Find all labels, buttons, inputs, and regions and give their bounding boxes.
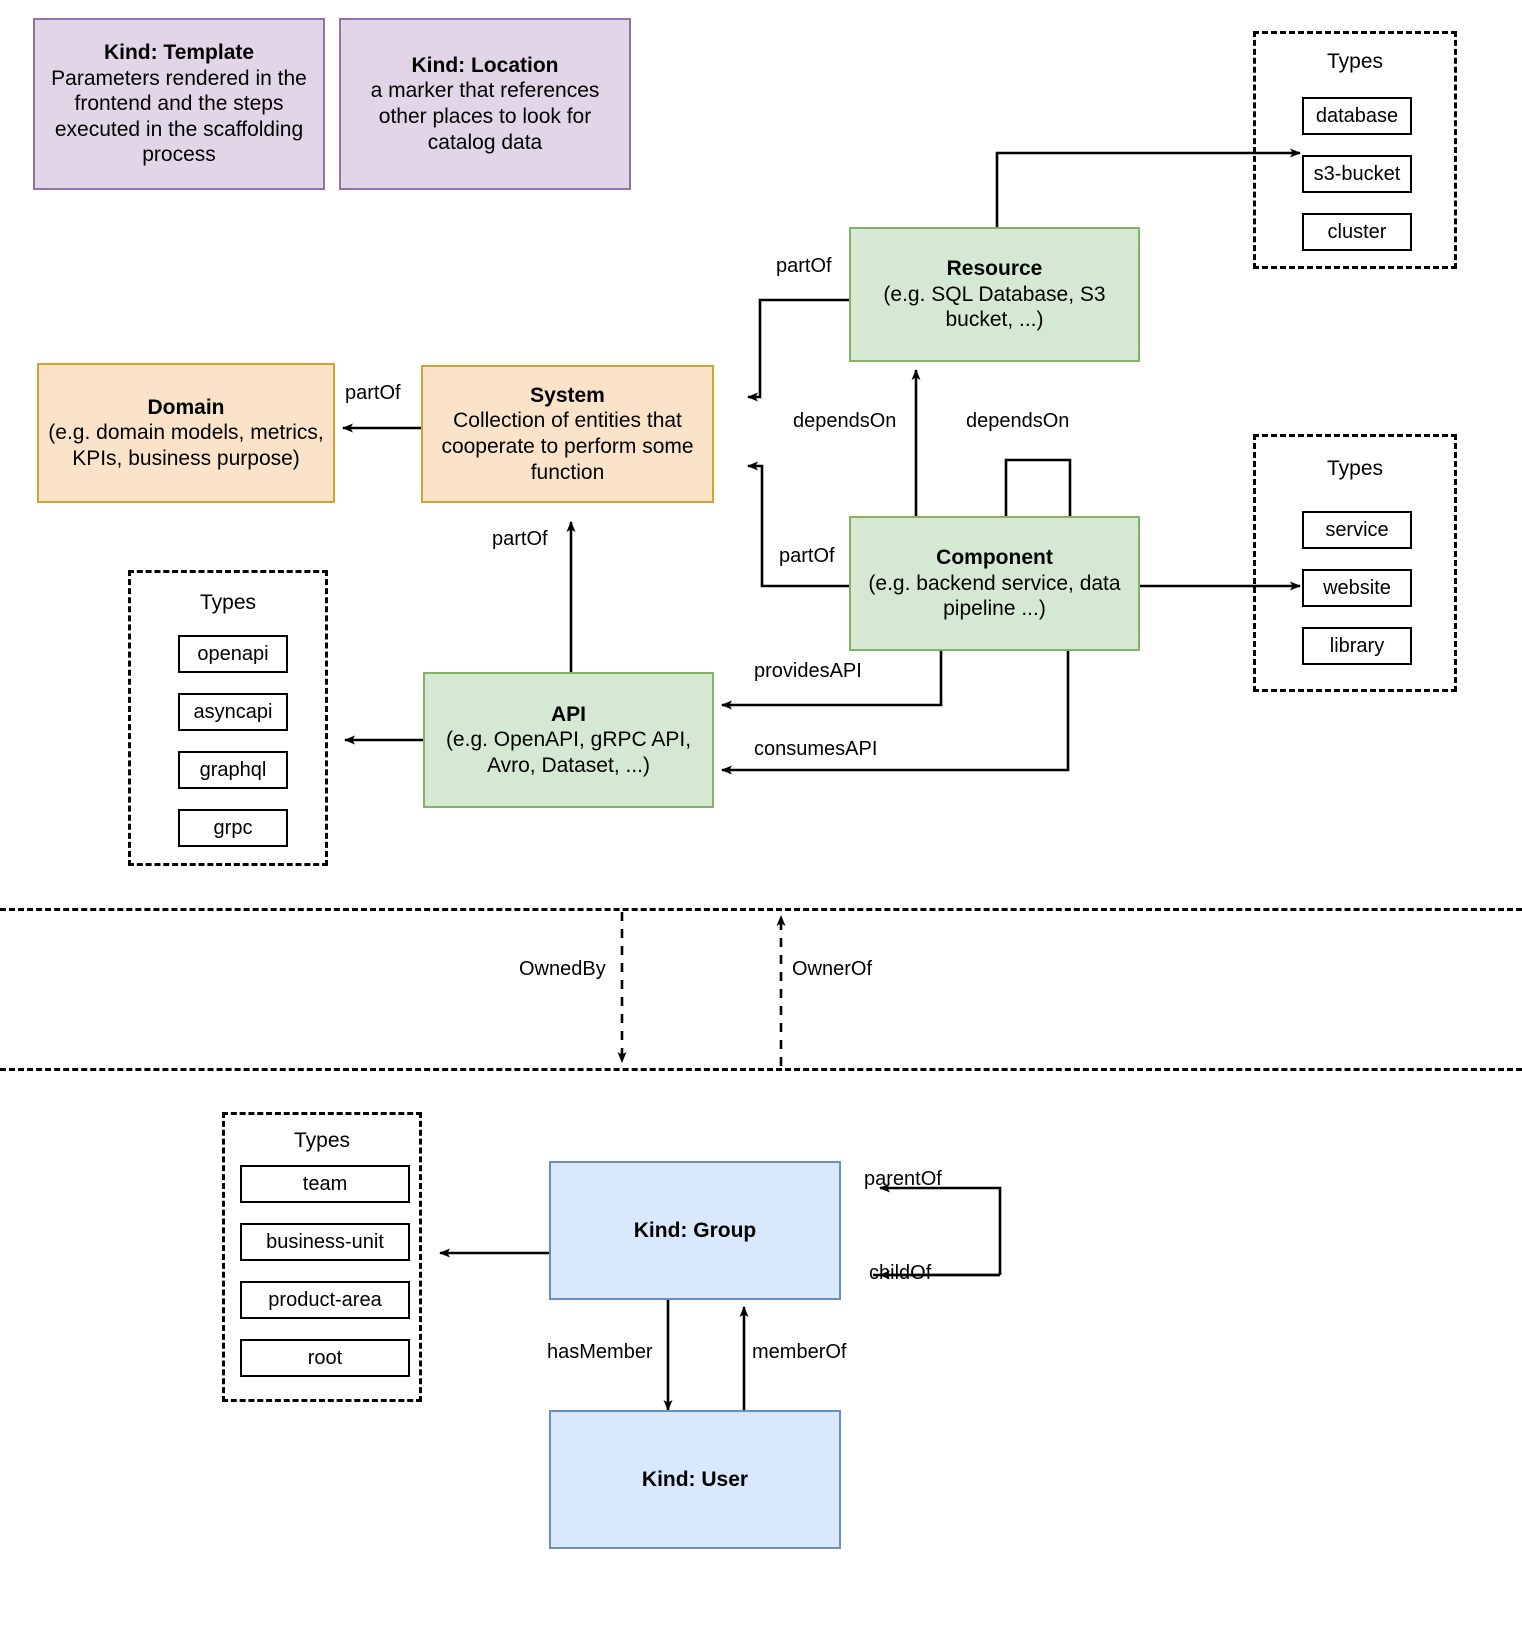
node-desc: Collection of entities that cooperate to… xyxy=(441,409,694,484)
type-chip[interactable]: product-area xyxy=(240,1281,410,1319)
node-title: System xyxy=(530,383,605,407)
type-chip[interactable]: openapi xyxy=(178,635,288,673)
edge-label-memberof: memberOf xyxy=(752,1341,847,1363)
edge-component-providesapi-api xyxy=(721,650,943,710)
edge-label-childof: childOf xyxy=(869,1262,932,1284)
edge-resource-types xyxy=(995,148,1301,237)
edge-label-resource-dependson: dependsOn xyxy=(793,410,897,432)
type-chip[interactable]: asyncapi xyxy=(178,693,288,731)
node-title: Kind: Group xyxy=(633,1218,757,1242)
types-panel-resource: Types database s3-bucket cluster xyxy=(1253,31,1457,269)
node-resource[interactable]: Resource (e.g. SQL Database, S3 bucket, … xyxy=(849,227,1140,362)
types-panel-label: Types xyxy=(1326,50,1384,73)
node-kind-user[interactable]: Kind: User xyxy=(549,1410,841,1549)
edge-label-consumes-api: consumesAPI xyxy=(754,738,878,760)
node-title: Resource xyxy=(946,257,1043,281)
type-chip[interactable]: team xyxy=(240,1165,410,1203)
node-desc: (e.g. OpenAPI, gRPC API, Avro, Dataset, … xyxy=(445,728,692,777)
node-title: Component xyxy=(936,546,1053,570)
edge-resource-partof-system xyxy=(747,298,881,402)
node-system[interactable]: System Collection of entities that coope… xyxy=(421,365,714,503)
node-title: Kind: User xyxy=(641,1467,749,1491)
type-chip[interactable]: graphql xyxy=(178,751,288,789)
types-panel-label: Types xyxy=(199,591,257,614)
types-panel-label: Types xyxy=(1326,457,1384,480)
edge-label-parentof: parentOf xyxy=(864,1168,942,1190)
edge-label-hasmember: hasMember xyxy=(547,1341,653,1363)
type-chip[interactable]: service xyxy=(1302,511,1412,549)
edge-component-consumesapi-api xyxy=(721,650,1070,775)
edge-component-self-dependson xyxy=(1004,458,1075,535)
type-chip[interactable]: database xyxy=(1302,97,1412,135)
node-desc: (e.g. SQL Database, S3 bucket, ...) xyxy=(883,282,1106,332)
node-title: Kind: Location xyxy=(411,53,559,77)
type-chip[interactable]: cluster xyxy=(1302,213,1412,251)
types-panel-component: Types service website library xyxy=(1253,434,1457,692)
node-desc: Parameters rendered in the frontend and … xyxy=(51,66,307,167)
type-chip[interactable]: root xyxy=(240,1339,410,1377)
node-kind-template[interactable]: Kind: Template Parameters rendered in th… xyxy=(33,18,325,190)
types-panel-api: Types openapi asyncapi graphql grpc xyxy=(128,570,328,866)
node-desc: (e.g. domain models, metrics, KPIs, busi… xyxy=(48,421,324,470)
edge-label-component-partof: partOf xyxy=(779,545,835,567)
type-chip[interactable]: business-unit xyxy=(240,1223,410,1261)
edge-label-component-self-dependson: dependsOn xyxy=(966,410,1070,432)
node-kind-location[interactable]: Kind: Location a marker that references … xyxy=(339,18,631,190)
node-kind-group[interactable]: Kind: Group xyxy=(549,1161,841,1300)
node-desc: a marker that references other places to… xyxy=(370,79,600,154)
edge-label-api-partof: partOf xyxy=(492,528,548,550)
node-component[interactable]: Component (e.g. backend service, data pi… xyxy=(849,516,1140,651)
divider-lower xyxy=(0,1068,1522,1071)
node-title: API xyxy=(550,702,586,726)
edge-label-system-partof-domain: partOf xyxy=(345,382,401,404)
node-domain[interactable]: Domain (e.g. domain models, metrics, KPI… xyxy=(37,363,335,503)
type-chip[interactable]: website xyxy=(1302,569,1412,607)
edge-label-ownerof: OwnerOf xyxy=(792,958,873,980)
edge-label-resource-partof: partOf xyxy=(776,255,832,277)
edge-label-ownedby: OwnedBy xyxy=(519,958,606,980)
edge-group-parentof xyxy=(879,1183,1002,1275)
node-title: Kind: Template xyxy=(103,40,255,64)
type-chip[interactable]: s3-bucket xyxy=(1302,155,1412,193)
types-panel-group: Types team business-unit product-area ro… xyxy=(222,1112,422,1402)
node-title: Domain xyxy=(147,395,225,419)
node-desc: (e.g. backend service, data pipeline ...… xyxy=(868,571,1121,621)
node-api[interactable]: API (e.g. OpenAPI, gRPC API, Avro, Datas… xyxy=(423,672,714,808)
edge-component-partof-system xyxy=(747,461,881,588)
types-panel-label: Types xyxy=(293,1129,351,1152)
edge-label-provides-api: providesAPI xyxy=(754,660,862,682)
type-chip[interactable]: grpc xyxy=(178,809,288,847)
divider-upper xyxy=(0,908,1522,911)
type-chip[interactable]: library xyxy=(1302,627,1412,665)
